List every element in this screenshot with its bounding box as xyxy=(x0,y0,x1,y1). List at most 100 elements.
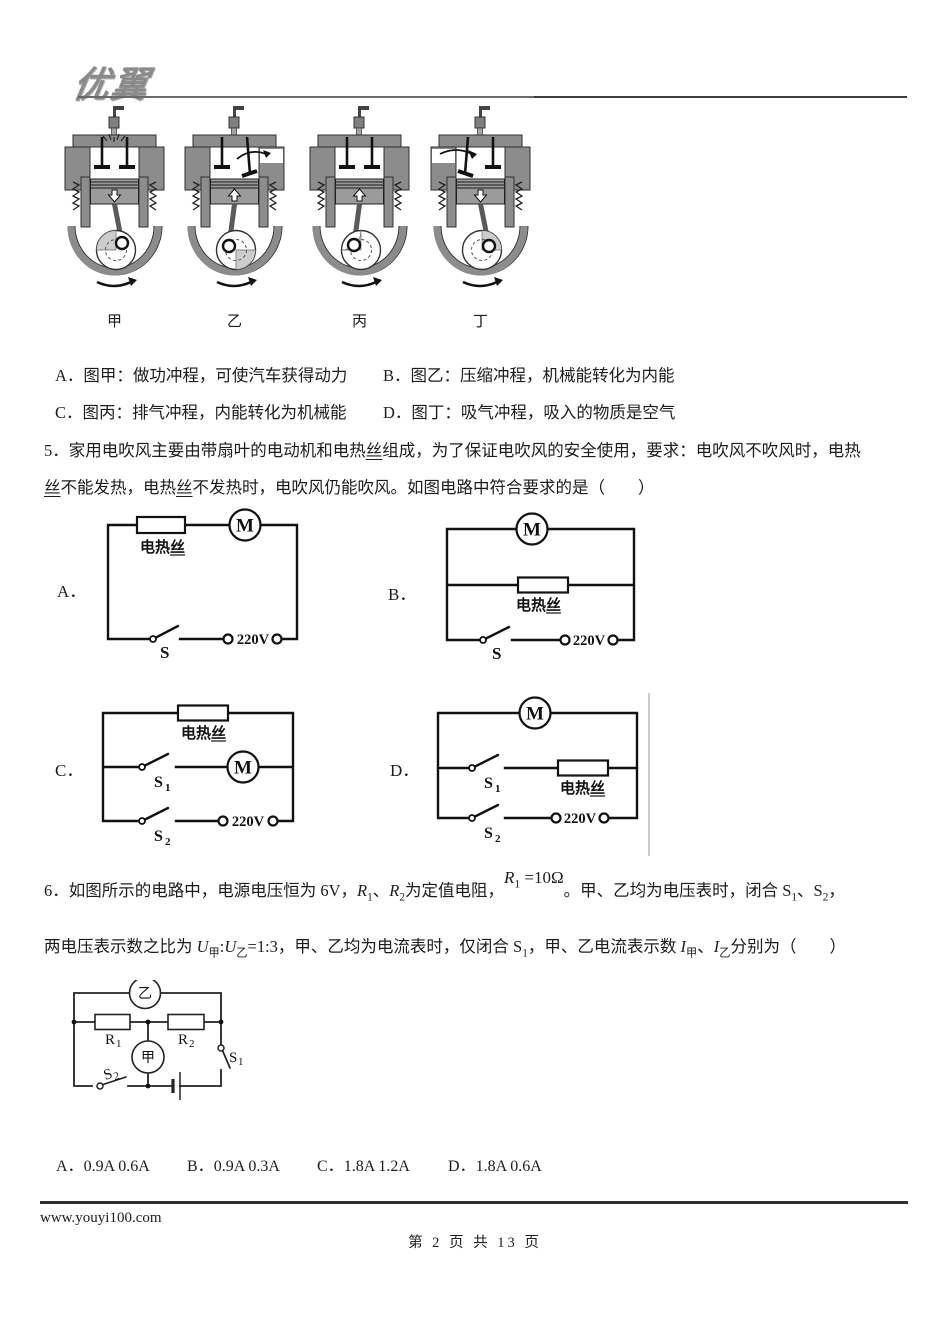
switch1-blade-icon xyxy=(221,1049,231,1069)
spark-marks-icon xyxy=(102,133,126,142)
piston-arrow-down-icon xyxy=(107,189,122,203)
svg-text:1: 1 xyxy=(238,1056,244,1068)
switch-pivot-icon xyxy=(479,636,487,644)
rotation-arrow-icon xyxy=(341,280,377,288)
supply-terminal-icon xyxy=(217,815,229,827)
heater-resistor-icon xyxy=(176,704,230,722)
svg-text:M: M xyxy=(236,516,254,537)
meter-yi-icon xyxy=(128,980,162,1010)
intake-port-icon xyxy=(432,149,455,163)
switch-blade-icon xyxy=(154,624,180,639)
intake-valve-open-icon xyxy=(463,136,470,175)
q5-circuit-c-letter: C． xyxy=(55,761,84,780)
svg-text:1: 1 xyxy=(495,783,501,795)
spark-plug-icon xyxy=(358,106,369,117)
q5-circuit-b: M 电热丝 S 220V xyxy=(445,512,636,663)
motor-icon xyxy=(226,750,260,784)
switch-pivot-icon xyxy=(149,635,157,643)
svg-text:2: 2 xyxy=(189,1038,195,1050)
q4-option-a: A．图甲：做功冲程，可使汽车获得动力 xyxy=(55,366,348,385)
engine-diagram-yi xyxy=(184,106,285,288)
motor-icon xyxy=(515,512,549,546)
svg-text:甲: 甲 xyxy=(141,1051,155,1066)
spark-plug-icon xyxy=(113,106,124,117)
switch-pivot-icon xyxy=(468,814,476,822)
resistor-r2-icon xyxy=(167,1013,205,1031)
q6-circuit: 乙 R 1 R 2 甲 S 2 S 1 xyxy=(71,980,244,1100)
voltage-label: 220V xyxy=(237,632,270,648)
svg-text:2: 2 xyxy=(112,1070,121,1083)
rotation-arrow-icon xyxy=(96,280,132,288)
heater-label: 电热丝 xyxy=(181,724,226,742)
q5-circuit-d-letter: D． xyxy=(390,761,420,780)
voltage-label: 220V xyxy=(573,633,606,649)
svg-text:2: 2 xyxy=(495,833,501,845)
switch2-pivot-icon xyxy=(96,1082,104,1090)
svg-text:乙: 乙 xyxy=(138,986,152,1002)
switch-pivot-icon xyxy=(468,764,476,772)
engine-label-bing: 丙 xyxy=(351,314,367,330)
brand-logo: 优翼 xyxy=(69,65,154,105)
svg-text:M: M xyxy=(234,758,252,779)
heater-label: 电热丝 xyxy=(516,596,561,614)
svg-text:1: 1 xyxy=(165,782,171,794)
stray-vertical-mark xyxy=(648,693,650,856)
q5-stem-line1: 5．家用电吹风主要由带扇叶的电动机和电热丝组成，为了保证电吹风的安全使用，要求：… xyxy=(44,441,861,460)
supply-terminal-icon xyxy=(271,633,283,645)
q5-circuit-c: 电热丝 S 1 M S 2 220V xyxy=(101,704,295,848)
switch-label: S xyxy=(160,643,169,662)
switch-pivot-icon xyxy=(138,817,146,825)
voltage-label: 220V xyxy=(232,814,265,830)
engine-label-jia: 甲 xyxy=(106,314,122,330)
q6-stem-line1: 6．如图所示的电路中，电源电压恒为 6V，R1、R2为定值电阻，R1 =10Ω。… xyxy=(44,868,845,904)
q4-option-d: D．图丁：吸气冲程，吸入的物质是空气 xyxy=(383,403,676,422)
rotation-arrow-icon xyxy=(462,280,498,288)
supply-terminal-icon xyxy=(598,812,610,824)
q6-option-d: D．1.8A 0.6A xyxy=(448,1158,542,1175)
supply-terminal-icon xyxy=(222,633,234,645)
heater-label: 电热丝 xyxy=(140,538,185,556)
engine-diagram-ding xyxy=(430,106,531,288)
engine-figure: 甲 乙 丙 丁 xyxy=(60,104,538,336)
inline-equation: R1 =10Ω xyxy=(503,868,564,891)
motor-icon xyxy=(228,508,262,542)
switch-blade-icon xyxy=(484,625,511,640)
footer-rule xyxy=(40,1201,908,1204)
switch1-label: S xyxy=(154,774,163,791)
voltage-label: 220V xyxy=(564,811,597,827)
switch2-blade-icon xyxy=(102,1076,127,1086)
heater-label: 电热丝 xyxy=(560,779,605,797)
header-rule xyxy=(78,96,907,98)
q4-option-b: B．图乙：压缩冲程，机械能转化为内能 xyxy=(383,366,675,385)
meter-jia-icon xyxy=(131,1040,165,1074)
switch-blade-icon xyxy=(473,803,500,818)
supply-terminal-icon xyxy=(267,815,279,827)
switch-pivot-icon xyxy=(138,763,146,771)
q5-circuit-a: 电热丝 M S 220V xyxy=(106,508,299,662)
switch2-label: S xyxy=(154,828,163,845)
q5-circuit-d: M S 1 电热丝 S 2 220V xyxy=(436,696,639,845)
heater-resistor-icon xyxy=(516,576,570,594)
engine-label-yi: 乙 xyxy=(226,314,242,330)
resistor-r1-icon xyxy=(94,1013,131,1031)
heater-resistor-icon xyxy=(135,515,187,535)
switch-blade-icon xyxy=(473,753,500,768)
supply-terminal-icon xyxy=(559,634,571,646)
gas-out-arrow-icon xyxy=(236,150,267,160)
piston-arrow-down-icon xyxy=(473,189,488,203)
engine-diagram-bing xyxy=(309,106,410,288)
q5-circuit-a-letter: A． xyxy=(57,582,87,601)
q5-circuit-b-letter: B． xyxy=(388,585,417,604)
spark-plug-icon xyxy=(479,106,490,117)
motor-icon xyxy=(518,696,552,730)
switch2-label: S xyxy=(484,825,493,842)
svg-text:M: M xyxy=(523,520,541,541)
engine-label-ding: 丁 xyxy=(472,314,488,330)
q4-option-c: C．图丙：排气冲程，内能转化为机械能 xyxy=(55,403,347,422)
r2-label: R xyxy=(178,1032,188,1048)
svg-text:M: M xyxy=(526,704,544,725)
exhaust-valve-open-icon xyxy=(245,136,252,175)
piston-arrow-up-icon xyxy=(227,188,242,202)
switch1-label: S xyxy=(484,775,493,792)
rotation-arrow-icon xyxy=(216,280,252,288)
